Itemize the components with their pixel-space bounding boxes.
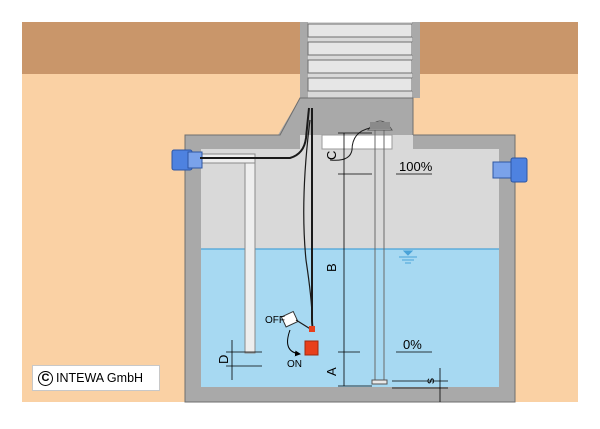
- level-sensor-icon: [329, 120, 393, 385]
- manhole-shaft: [278, 22, 420, 135]
- shaft-collar: [321, 134, 393, 150]
- label-dim-d: D: [216, 355, 231, 364]
- copyright-icon: C: [38, 370, 53, 386]
- dimension-lines: [226, 132, 448, 402]
- label-level-empty: 0%: [403, 337, 422, 352]
- pump-icon: [304, 340, 319, 356]
- label-dim-s: s: [423, 378, 437, 384]
- copyright-text: INTEWA GmbH: [56, 371, 144, 385]
- label-dim-b: B: [324, 263, 339, 272]
- cable-loop: [303, 119, 313, 319]
- label-level-full: 100%: [399, 159, 433, 174]
- copyright-badge: C INTEWA GmbH: [32, 365, 160, 391]
- outlet-pipe-icon: [492, 157, 528, 183]
- float-switch-icon: [280, 310, 315, 332]
- switch-arc-arrow: [287, 329, 301, 357]
- label-dim-a: A: [324, 367, 339, 376]
- water-level-icon: [399, 250, 417, 264]
- label-on: ON: [287, 359, 302, 370]
- label-off: OFF: [265, 315, 285, 326]
- label-dim-c: C: [324, 151, 339, 160]
